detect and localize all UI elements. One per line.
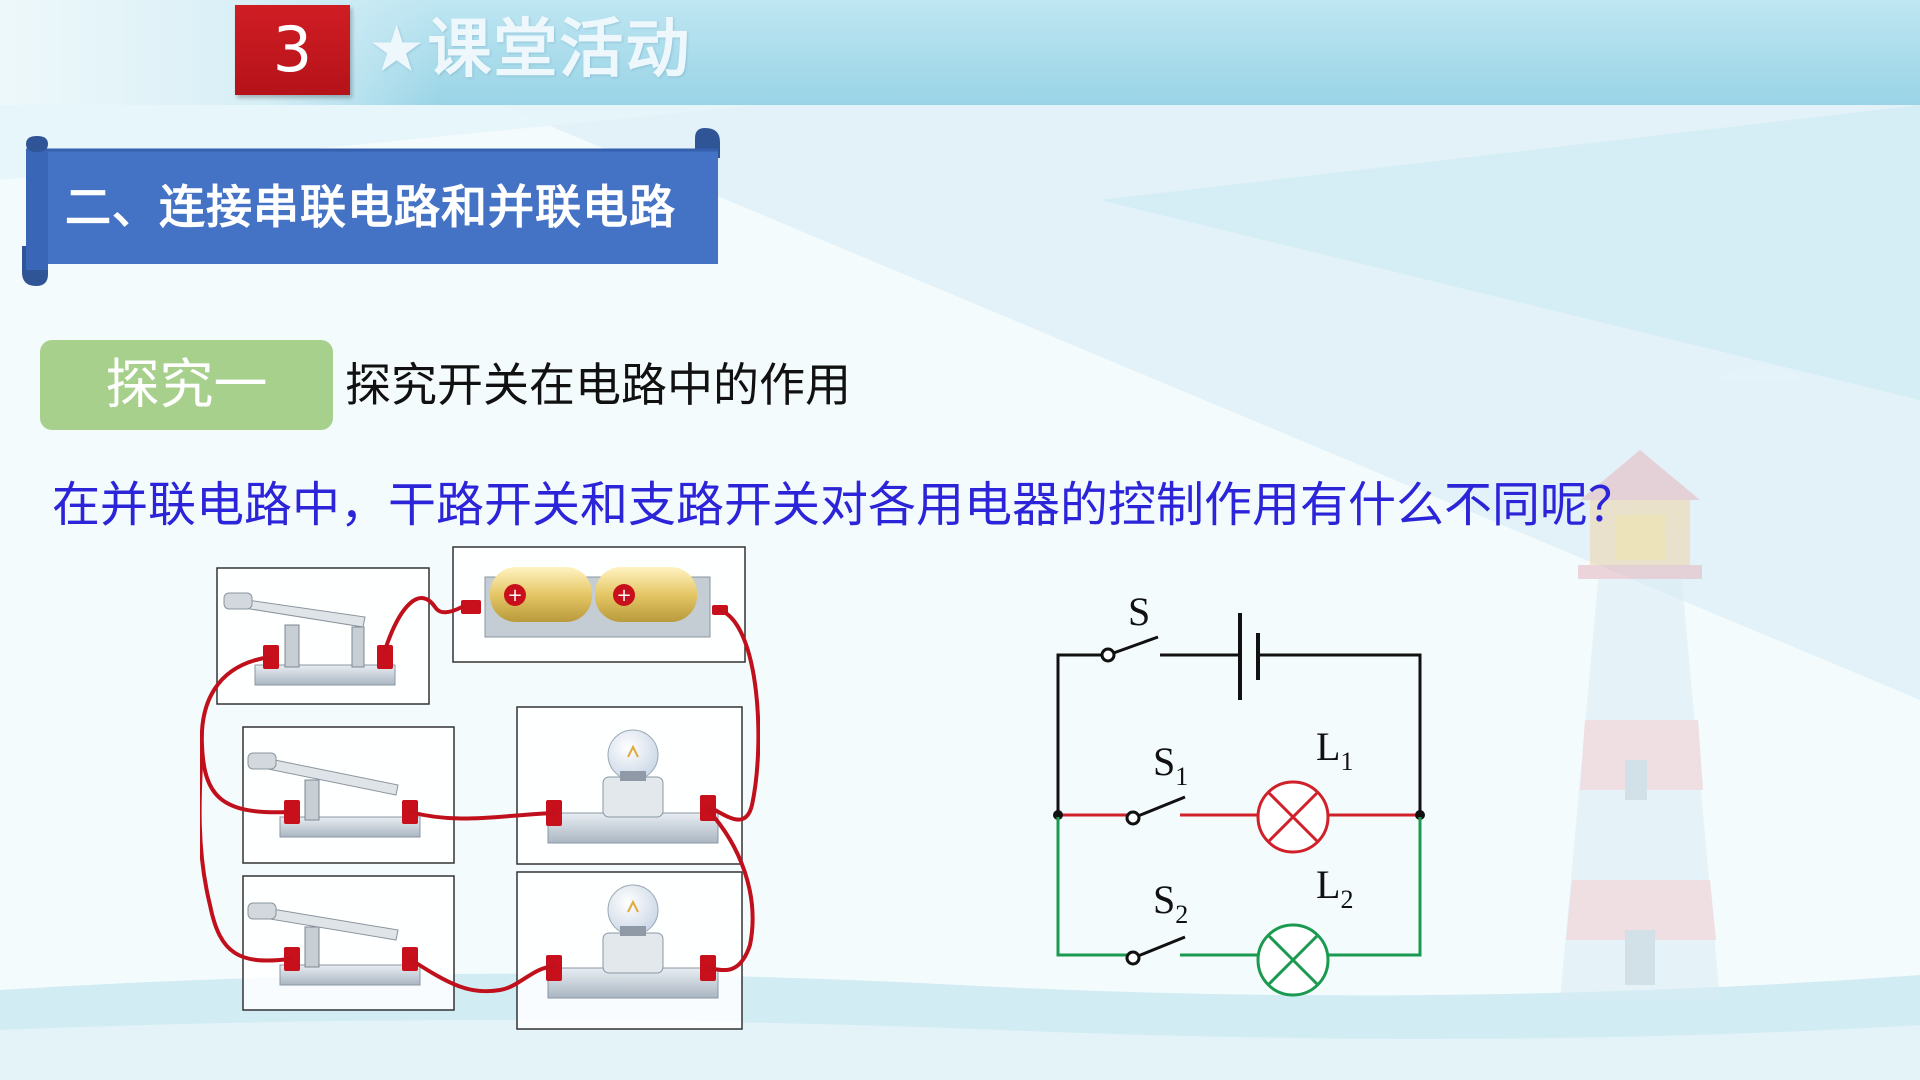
section-number: 3 [235,5,350,95]
battery-pack: + + [461,567,728,638]
frame-switch-1 [242,726,455,864]
scroll-banner [22,128,720,286]
branch-2-switch-symbol [1125,935,1186,966]
branch-2-wire [1056,817,1422,957]
header-band-highlight [0,0,440,105]
question-text: 在并联电路中，干路开关和支路开关对各用电器的控制作用有什么不同呢？ [52,477,1637,533]
battery-symbol [1238,613,1260,700]
branch-2-lamp-symbol [1256,923,1330,997]
branch-1-switch-symbol [1125,795,1186,826]
label-lamp-1: L1 [1316,724,1353,776]
label-switch-1: S1 [1153,739,1188,791]
circuit-schematic: S S1 L1 S2 L2 [1053,589,1425,997]
svg-text:+: + [507,585,522,606]
frame-switch-2 [242,875,455,1011]
section-title: ★课堂活动 [368,13,692,87]
label-lamp-2: L2 [1316,862,1353,914]
main-circuit-wire [1056,653,1422,815]
knife-switch-main [223,592,396,686]
bulb-holder-1 [546,729,719,844]
label-main-switch: S [1128,589,1150,634]
branch-1-lamp-symbol [1256,780,1330,854]
label-switch-2: S2 [1153,877,1188,929]
circuit-wiring-illustration: + + [200,546,760,1030]
lighthouse-decoration [1560,450,1720,1000]
exploration-title: 探究开关在电路中的作用 [345,358,851,412]
connecting-wires [200,596,760,994]
banner-title: 二、连接串联电路和并联电路 [65,180,676,234]
knife-switch-branch-1 [247,752,421,838]
bulb-holder-2 [546,884,719,999]
knife-switch-branch-2 [247,902,421,986]
main-switch-symbol [1100,635,1159,663]
exploration-tag: 探究一 [40,340,333,430]
svg-text:+: + [616,585,631,606]
